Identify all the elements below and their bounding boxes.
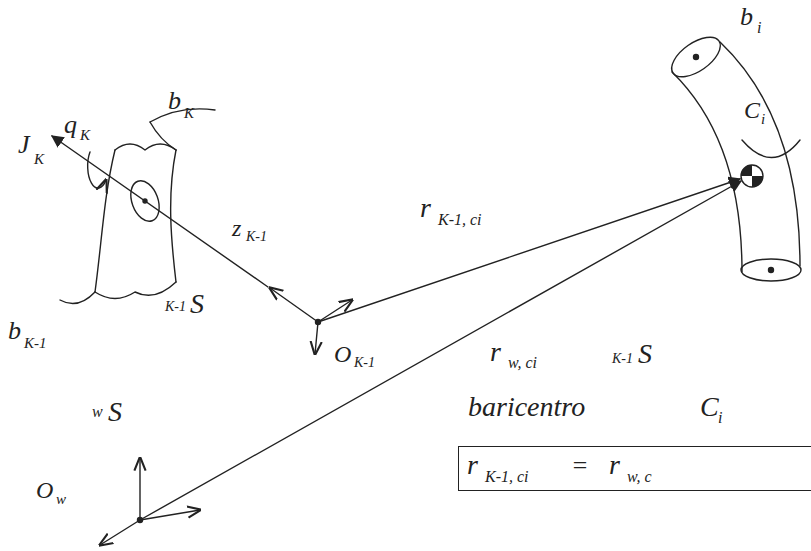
link-plate (171, 150, 176, 282)
math-label: J (18, 132, 30, 158)
math-label: q (64, 112, 77, 138)
link-plate (60, 292, 95, 304)
math-label: b (168, 88, 181, 114)
equation-text: r (467, 451, 478, 479)
math-label: K (184, 106, 194, 121)
math-label: O (334, 342, 351, 366)
frame-axis (315, 322, 318, 354)
body-outline (672, 72, 742, 272)
body-end (665, 29, 727, 84)
math-label: K-1, ci (438, 212, 482, 228)
joint-cylinder (126, 177, 165, 225)
math-label: C (744, 98, 760, 122)
body-end-dot (769, 268, 774, 273)
equation-text: r (609, 451, 620, 479)
link-plate (150, 109, 215, 122)
link-plate (95, 282, 176, 299)
centroid-symbol (741, 165, 763, 187)
math-label: w (92, 404, 103, 420)
math-label: b (740, 4, 753, 30)
body-section (742, 140, 800, 158)
math-label: S (638, 340, 652, 368)
math-label: i (757, 20, 761, 36)
position-vector (140, 181, 741, 520)
math-label: K (34, 152, 44, 167)
frame-axis (318, 300, 352, 322)
math-label: S (190, 290, 204, 318)
math-label: K-1 (612, 352, 633, 366)
frame-axis (100, 520, 140, 545)
math-label: K (80, 128, 90, 143)
math-label: i (761, 112, 765, 127)
link-plate (95, 150, 115, 292)
math-label: r (490, 338, 501, 366)
math-label: K-1 (165, 300, 186, 314)
rotation-arrow (88, 152, 106, 188)
joint-axis (52, 136, 268, 287)
math-label: baricentro (468, 393, 585, 421)
link-plate (115, 144, 176, 150)
math-label: S (108, 398, 122, 426)
frame-axis (139, 458, 140, 520)
math-label: w, ci (508, 355, 537, 371)
math-label: C (700, 393, 719, 421)
body-outline (720, 42, 800, 266)
math-label: z (232, 216, 241, 240)
body-end-dot (694, 55, 699, 60)
math-label: K-1 (24, 336, 47, 351)
math-label: w (56, 492, 66, 507)
math-label: b (8, 318, 21, 344)
body-end (741, 259, 801, 281)
frame-axis (270, 288, 318, 322)
math-label: r (420, 194, 431, 222)
equation-text: w, c (627, 469, 652, 485)
math-label: i (718, 410, 722, 426)
equation-text: K-1, ci (485, 469, 529, 485)
math-label: K-1 (246, 230, 267, 244)
math-label: K-1 (354, 356, 375, 370)
math-label: O (36, 478, 53, 502)
equation-text: = (571, 453, 589, 479)
equation-box: rK-1, ci = r w, c (458, 446, 811, 491)
link-plate (150, 122, 176, 150)
joint-center (143, 199, 147, 203)
